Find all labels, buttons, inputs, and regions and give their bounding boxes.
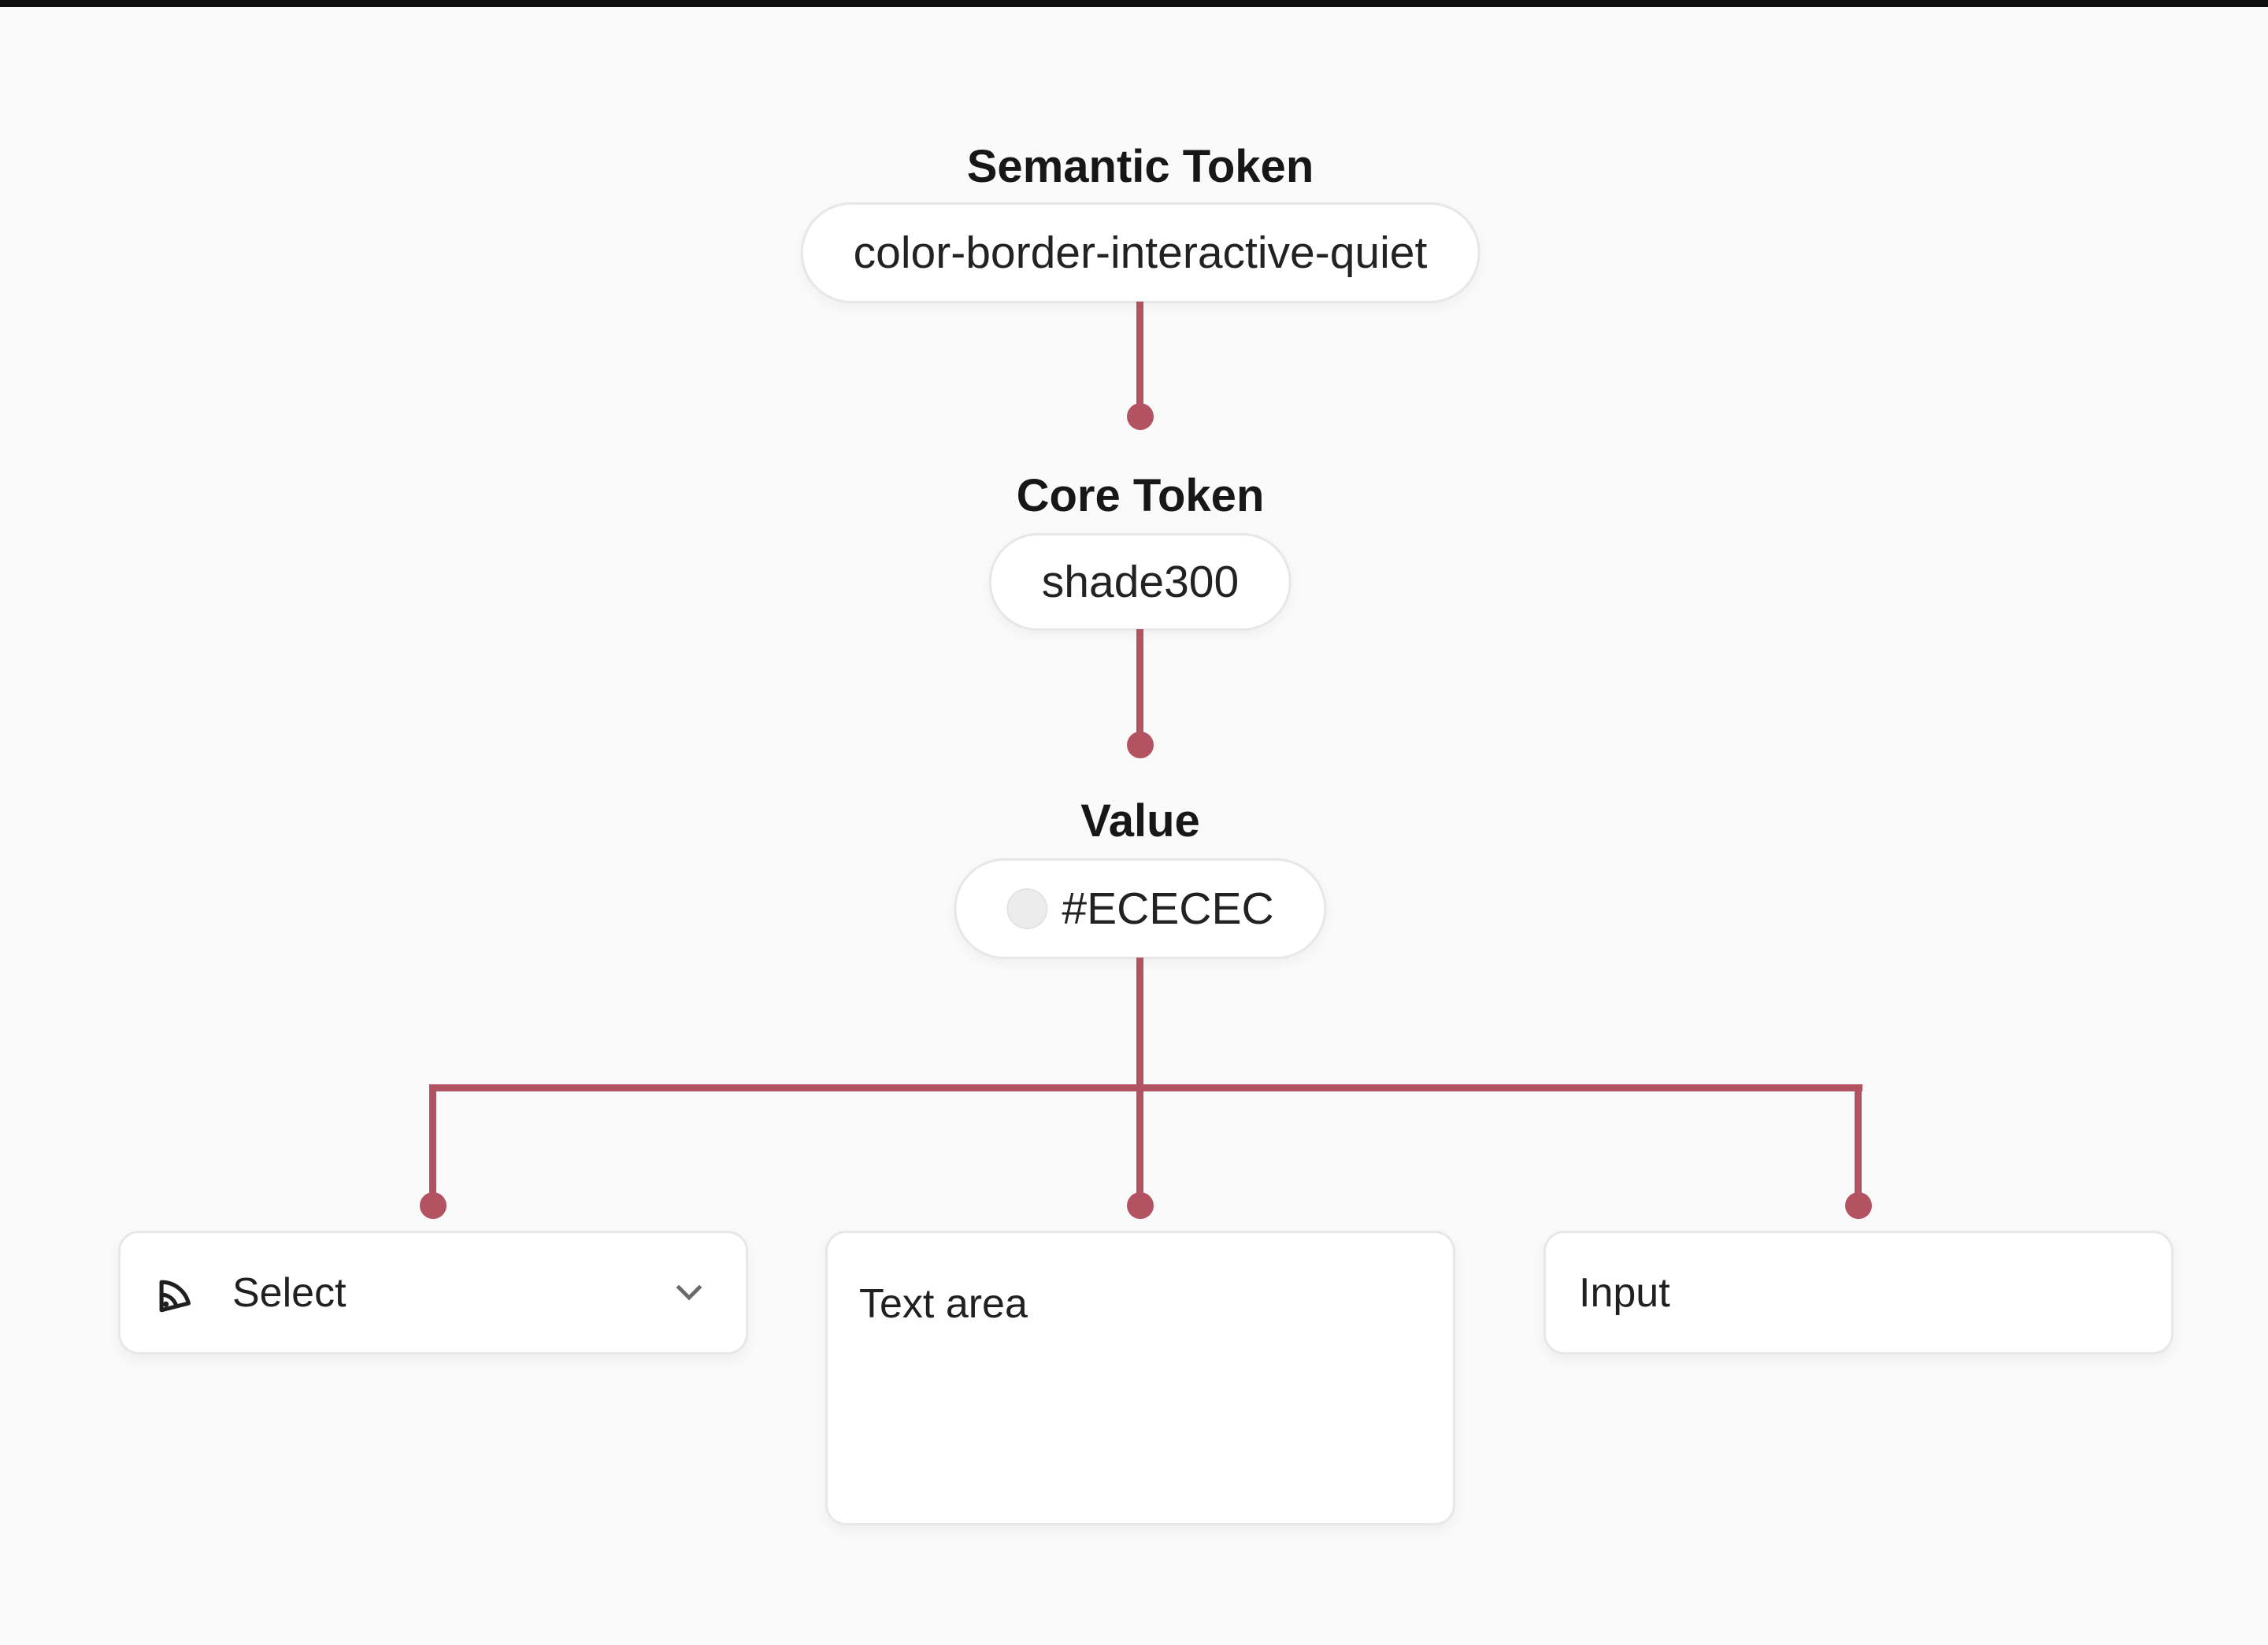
value-hex: #ECECEC bbox=[1062, 884, 1274, 934]
branch-dot-textarea bbox=[1127, 1192, 1154, 1219]
connector-line-semantic-core bbox=[1136, 302, 1143, 417]
textarea-component[interactable]: Text area bbox=[825, 1231, 1455, 1525]
branch-line-textarea bbox=[1136, 1091, 1143, 1206]
value-pill: #ECECEC bbox=[954, 858, 1327, 959]
connector-dot-value bbox=[1127, 732, 1154, 758]
input-label: Input bbox=[1579, 1269, 1670, 1316]
semantic-token-value: color-border-interactive-quiet bbox=[853, 228, 1428, 278]
core-token-title: Core Token bbox=[1016, 470, 1265, 521]
chevron-down-icon bbox=[670, 1274, 708, 1312]
branch-line-select bbox=[429, 1084, 436, 1206]
connector-dot-core bbox=[1127, 403, 1154, 430]
branch-line-input bbox=[1855, 1084, 1862, 1206]
branch-horizontal-line bbox=[429, 1084, 1862, 1091]
textarea-label: Text area bbox=[859, 1281, 1028, 1327]
branch-dot-select bbox=[420, 1192, 447, 1219]
branch-dot-input bbox=[1845, 1192, 1872, 1219]
top-border-bar bbox=[0, 0, 2268, 7]
deque-logo-icon bbox=[152, 1270, 198, 1316]
input-component[interactable]: Input bbox=[1544, 1231, 2174, 1354]
core-token-pill: shade300 bbox=[988, 533, 1292, 631]
core-token-value: shade300 bbox=[1041, 557, 1240, 607]
color-swatch bbox=[1006, 888, 1048, 929]
select-component[interactable]: Select bbox=[118, 1231, 748, 1354]
select-label: Select bbox=[232, 1269, 346, 1316]
semantic-token-title: Semantic Token bbox=[966, 141, 1314, 192]
connector-line-core-value bbox=[1136, 629, 1143, 745]
semantic-token-pill: color-border-interactive-quiet bbox=[800, 202, 1480, 303]
value-title: Value bbox=[1080, 795, 1200, 847]
connector-line-value-branch bbox=[1136, 958, 1143, 1087]
